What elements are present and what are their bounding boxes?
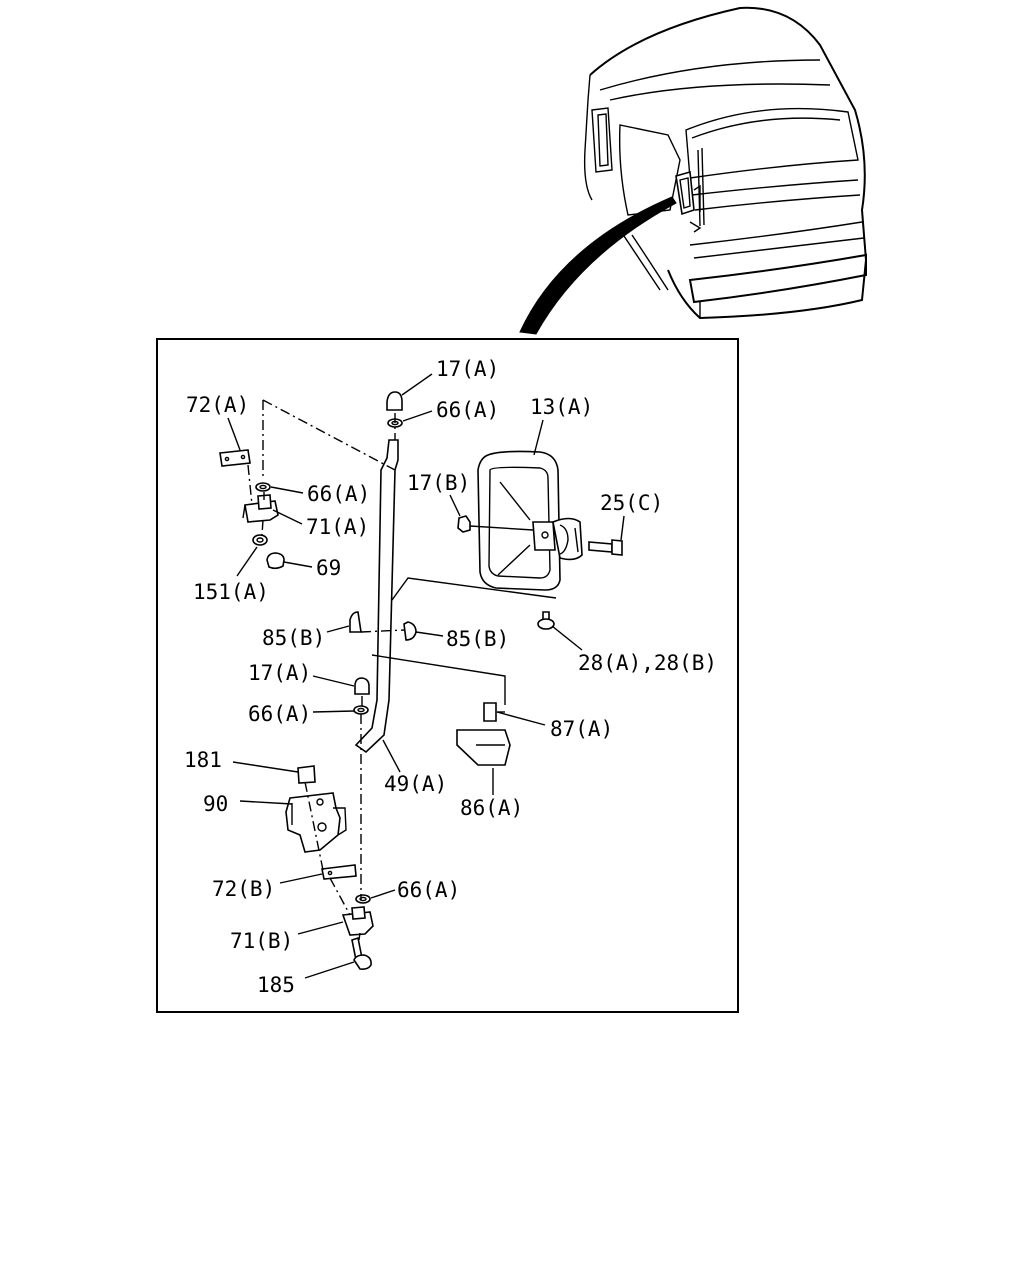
cover-86a	[456, 729, 511, 766]
bracket-71b	[341, 906, 374, 936]
spacer-87a	[483, 702, 497, 722]
label-66a-mid: 66(A)	[248, 702, 311, 726]
label-185: 185	[257, 973, 295, 997]
label-17a-top: 17(A)	[436, 357, 499, 381]
plate-72b	[321, 864, 357, 880]
label-25c: 25(C)	[600, 491, 663, 515]
label-90: 90	[203, 792, 228, 816]
bolt-185	[351, 936, 372, 970]
label-87a: 87(A)	[550, 717, 613, 741]
label-17a-mid: 17(A)	[248, 661, 311, 685]
label-181: 181	[184, 748, 222, 772]
bolt-25c	[588, 539, 623, 556]
label-28: 28(A),28(B)	[578, 651, 717, 675]
cap-17a-mid	[354, 677, 370, 695]
label-71b: 71(B)	[230, 929, 293, 953]
callout-swoosh	[519, 196, 677, 335]
washer-151a	[252, 534, 268, 546]
leader-lines	[227, 373, 625, 979]
cap-85b-right	[403, 621, 417, 641]
nut-17b	[457, 515, 471, 533]
label-72a: 72(A)	[186, 393, 249, 417]
label-85b-right: 85(B)	[446, 627, 509, 651]
washer-66a-bottom	[355, 894, 371, 904]
label-66a-left: 66(A)	[307, 482, 370, 506]
label-86a: 86(A)	[460, 796, 523, 820]
label-13a: 13(A)	[530, 395, 593, 419]
bracket-90	[285, 792, 347, 853]
label-66a-bottom: 66(A)	[397, 878, 460, 902]
washer-66a-left	[255, 482, 271, 492]
label-72b: 72(B)	[212, 877, 275, 901]
label-66a-top: 66(A)	[436, 398, 499, 422]
detail-frame	[156, 338, 739, 1013]
cap-17a-top	[386, 391, 403, 411]
label-17b: 17(B)	[407, 471, 470, 495]
label-85b-left: 85(B)	[262, 626, 325, 650]
washer-66a-mid	[353, 705, 369, 715]
plate-72a	[219, 449, 251, 467]
part-labels: 17(A) 66(A) 13(A) 72(A) 66(A) 17(B) 25(C…	[184, 357, 717, 997]
truck-cab-illustration	[583, 6, 868, 320]
mirror-assembly	[477, 450, 583, 591]
mirror-stay-rod	[354, 439, 399, 754]
assembly-lines	[247, 399, 557, 941]
label-71a: 71(A)	[306, 515, 369, 539]
bracket-71a	[242, 494, 279, 523]
label-49a: 49(A)	[384, 772, 447, 796]
nut-69	[266, 552, 285, 570]
pad-181	[297, 765, 316, 784]
label-69: 69	[316, 556, 341, 580]
label-151a: 151(A)	[193, 580, 269, 604]
bolt-28	[537, 611, 555, 630]
cap-85b-left	[349, 611, 362, 633]
